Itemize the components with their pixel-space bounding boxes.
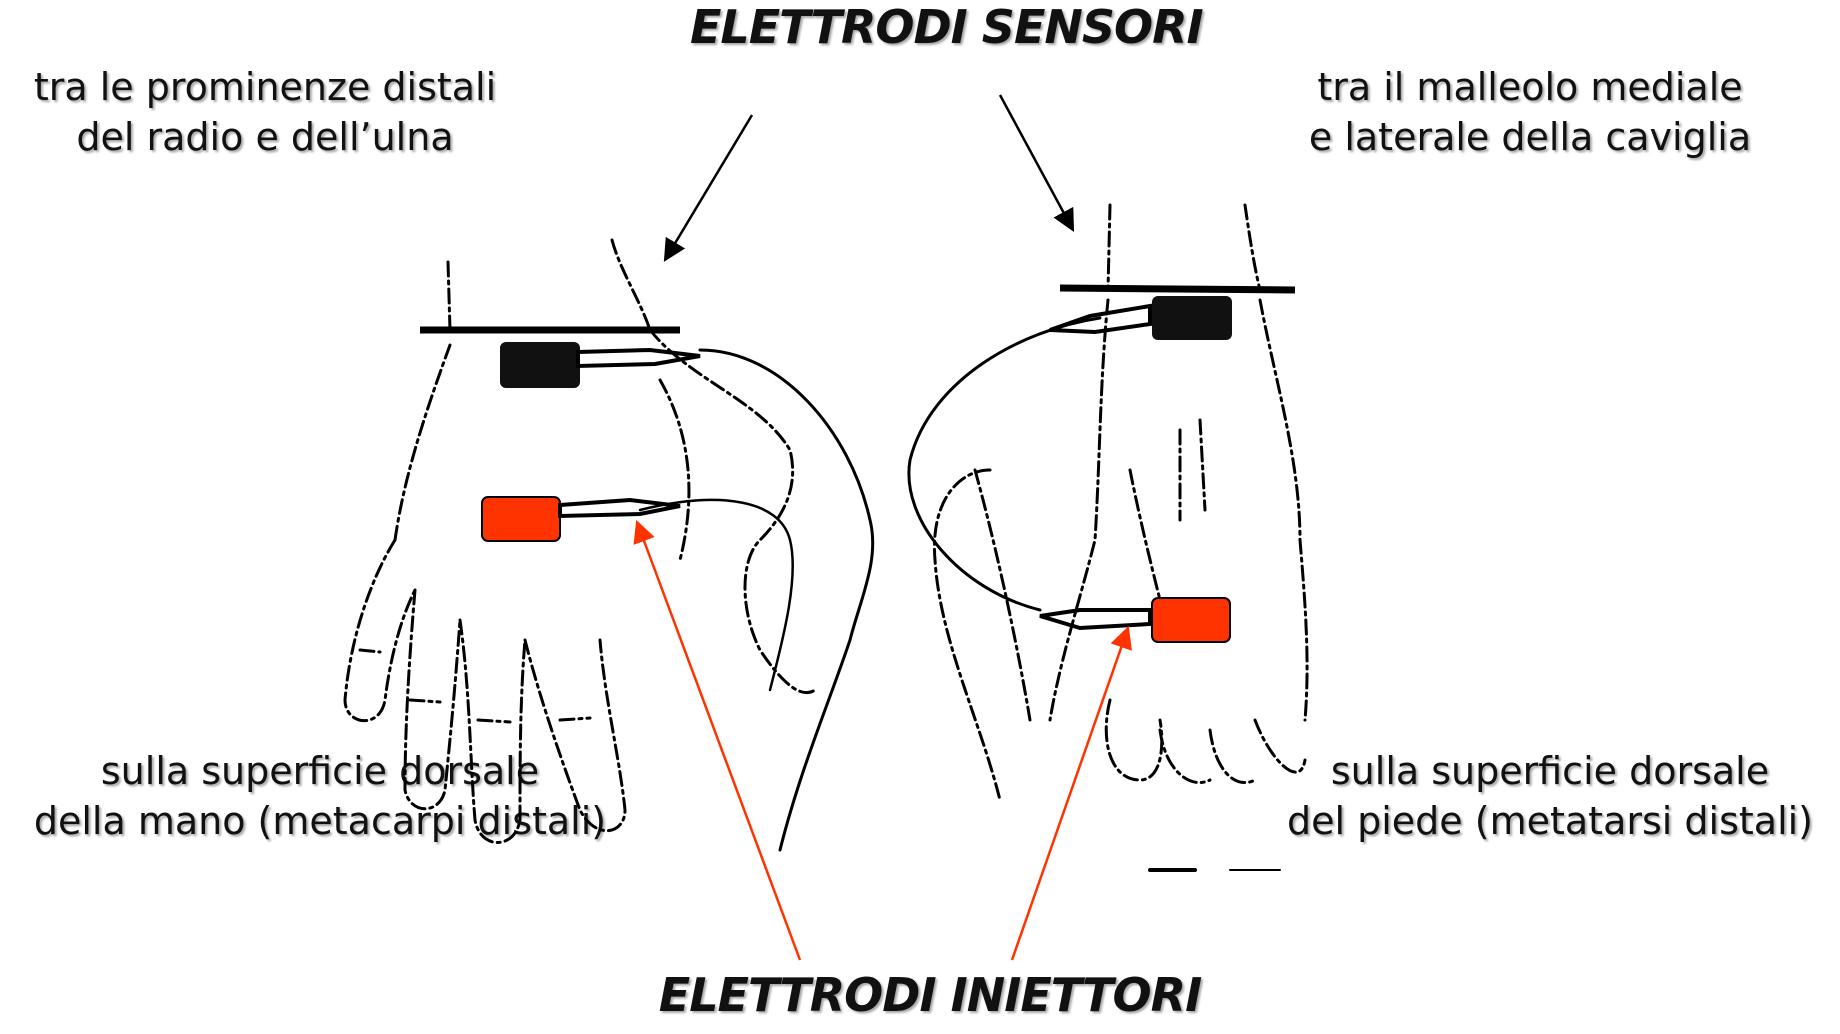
sensor-arrow-right [1000, 95, 1073, 230]
foot-illustration [909, 205, 1307, 870]
hand-sensor-electrode [500, 342, 580, 388]
foot-injector-clip [1040, 610, 1150, 628]
foot-sensor-bar [1060, 288, 1295, 290]
foot-injector-electrode [1152, 598, 1230, 642]
injector-arrow-right [1012, 628, 1128, 960]
sensor-arrow-left [665, 115, 752, 260]
hand-injector-electrode [482, 497, 560, 541]
hand-injector-clip [560, 500, 680, 516]
foot-sensor-electrode [1152, 296, 1232, 340]
hand-sensor-clip [578, 350, 700, 366]
injector-arrow-left [637, 522, 800, 960]
